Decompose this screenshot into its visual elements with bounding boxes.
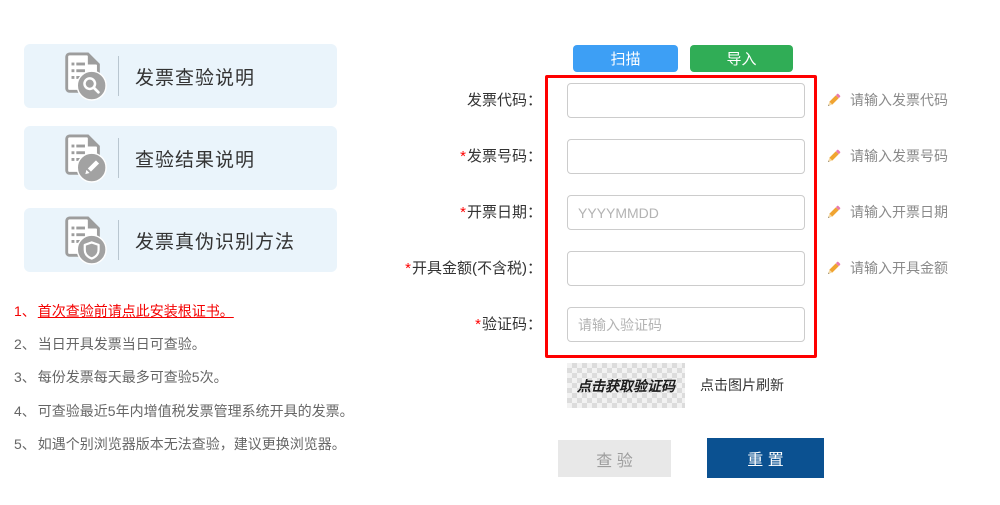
sidebar-card-label: 发票真伪识别方法 <box>135 231 296 253</box>
document-edit-icon <box>65 134 107 183</box>
captcha-image[interactable]: 点击获取验证码 <box>567 363 685 408</box>
card-divider <box>118 138 119 178</box>
captcha-image-text: 点击获取验证码 <box>577 378 675 395</box>
sidebar-card-invoice-check-help[interactable]: 发票查验说明 <box>24 44 337 108</box>
note-item-1: 1、首次查验前请点此安装根证书。 <box>14 303 234 319</box>
pencil-icon <box>828 93 841 106</box>
invoice-date-input[interactable] <box>567 195 805 230</box>
form-row-invoice-code: 发票代码： 请输入发票代码 <box>0 83 1000 118</box>
pencil-icon <box>828 261 841 274</box>
invoice-amount-hint: 请输入开具金额 <box>850 260 948 276</box>
note-item-2: 2、当日开具发票当日可查验。 <box>14 336 206 352</box>
invoice-number-input[interactable] <box>567 139 805 174</box>
sidebar-card-authenticity-help[interactable]: 发票真伪识别方法 <box>24 208 337 272</box>
invoice-code-input[interactable] <box>567 83 805 118</box>
import-button[interactable]: 导入 <box>690 45 793 72</box>
invoice-code-hint: 请输入发票代码 <box>850 92 948 108</box>
captcha-refresh-link[interactable]: 点击图片刷新 <box>700 377 784 393</box>
document-search-icon <box>65 52 107 101</box>
reset-button[interactable]: 重 置 <box>707 438 824 478</box>
form-row-invoice-amount: *开具金额(不含税)： 请输入开具金额 <box>0 251 1000 286</box>
note-item-5: 5、如遇个别浏览器版本无法查验，建议更换浏览器。 <box>14 436 346 452</box>
document-shield-icon <box>65 216 107 265</box>
note-item-3: 3、每份发票每天最多可查验5次。 <box>14 369 228 385</box>
invoice-date-hint: 请输入开票日期 <box>850 204 948 220</box>
card-divider <box>118 56 119 96</box>
invoice-code-label: 发票代码： <box>466 92 542 109</box>
invoice-amount-label: *开具金额(不含税)： <box>405 260 542 277</box>
check-button[interactable]: 查 验 <box>558 440 671 477</box>
card-divider <box>118 220 119 260</box>
invoice-number-hint: 请输入发票号码 <box>850 148 948 164</box>
note-item-4: 4、可查验最近5年内增值税发票管理系统开具的发票。 <box>14 403 354 419</box>
sidebar-card-label: 查验结果说明 <box>135 149 256 171</box>
form-row-invoice-number: *发票号码： 请输入发票号码 <box>0 139 1000 174</box>
form-row-captcha: *验证码： <box>0 307 1000 342</box>
invoice-date-label: *开票日期： <box>460 204 542 221</box>
form-row-invoice-date: *开票日期： 请输入开票日期 <box>0 195 1000 230</box>
captcha-input[interactable] <box>567 307 805 342</box>
sidebar-card-result-help[interactable]: 查验结果说明 <box>24 126 337 190</box>
invoice-amount-input[interactable] <box>567 251 805 286</box>
invoice-number-label: *发票号码： <box>460 148 542 165</box>
sidebar-card-label: 发票查验说明 <box>135 67 256 89</box>
scan-button[interactable]: 扫描 <box>573 45 678 72</box>
captcha-label: *验证码： <box>475 316 542 333</box>
pencil-icon <box>828 149 841 162</box>
install-root-cert-link[interactable]: 首次查验前请点此安装根证书。 <box>37 303 234 319</box>
pencil-icon <box>828 205 841 218</box>
